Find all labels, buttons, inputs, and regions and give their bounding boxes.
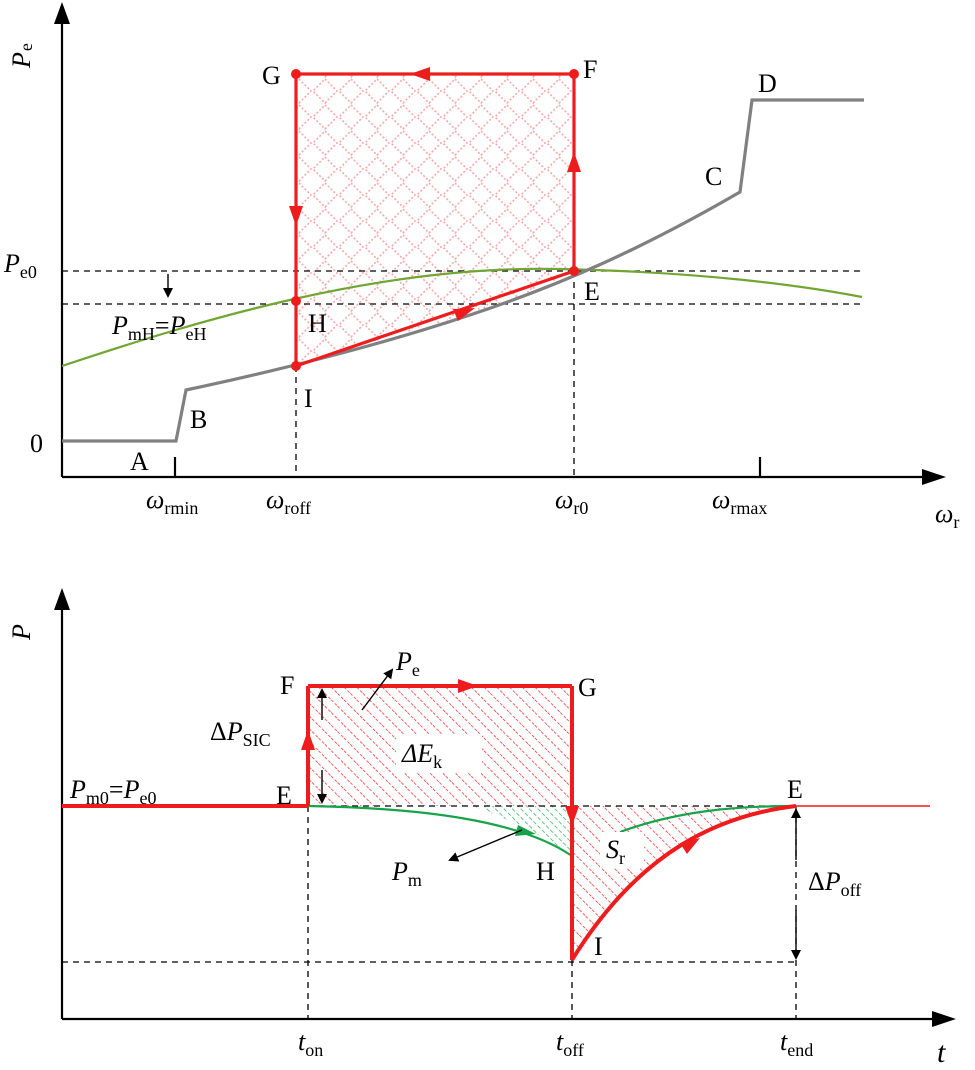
arrow-down-gi-bottom <box>565 806 579 826</box>
point-e-dot <box>569 266 579 276</box>
tick-tend: tend <box>780 1027 813 1060</box>
pm-callout-arrow <box>448 829 523 862</box>
label-g: G <box>262 61 281 90</box>
label-b: B <box>190 405 207 434</box>
arrow-ie <box>453 308 475 321</box>
green-hatch-area <box>470 806 572 856</box>
pm0-label: Pm0=Pe0 <box>69 775 156 808</box>
label-h: H <box>308 309 327 338</box>
bottom-panel: P t Pm0=Pe0 ΔPSIC ΔEk Pe Pm Sr ΔPoff ton <box>7 588 956 1069</box>
label-g-bottom: G <box>578 673 597 702</box>
label-e1-bottom: E <box>276 781 292 810</box>
arrow-up-ef <box>567 152 581 172</box>
zero-label: 0 <box>30 429 43 458</box>
tick-rmin: ωrmin <box>146 485 198 518</box>
top-energy-area <box>296 74 574 366</box>
pmh-label: PmH=PeH <box>111 311 206 344</box>
green-arrow <box>515 825 536 836</box>
arrow-right-fg-bottom <box>458 679 478 693</box>
label-e: E <box>584 277 600 306</box>
top-panel: Pe ωr 0 Pe0 PmH=PeH ωrmin ωroff ωr0 ωrma… <box>3 2 959 532</box>
label-h-bottom: H <box>536 857 555 886</box>
pe-recovery <box>570 804 797 962</box>
label-i: I <box>304 384 313 413</box>
top-elec-power-curve <box>62 98 864 443</box>
pe-label: Pe <box>395 647 420 680</box>
label-i-bottom: I <box>594 932 603 961</box>
dek-label: ΔEk <box>401 739 442 772</box>
label-d: D <box>758 69 777 98</box>
pe-callout-arrow <box>361 668 394 711</box>
bottom-x-axis-arrow <box>932 1011 956 1027</box>
tick-roff: ωroff <box>266 485 311 518</box>
arrow-ie-bottom <box>680 838 700 854</box>
tick-toff: toff <box>556 1027 584 1060</box>
label-e2-bottom: E <box>787 775 803 804</box>
dpsic-label: ΔPSIC <box>210 717 271 750</box>
point-g-dot <box>291 69 301 79</box>
sr-area <box>572 806 796 960</box>
tick-r0: ωr0 <box>555 485 588 518</box>
top-x-axis-arrow <box>922 469 946 485</box>
tick-ton: ton <box>298 1027 323 1060</box>
label-a: A <box>130 447 149 476</box>
top-y-label: Pe <box>7 43 36 69</box>
top-y-axis-arrow <box>54 2 70 24</box>
traj-i-to-e <box>295 269 575 368</box>
point-f-dot <box>569 69 579 79</box>
arrow-up-ef-bottom <box>301 730 315 750</box>
pe0-label: Pe0 <box>3 249 37 282</box>
bottom-y-label: P <box>7 624 36 641</box>
arrow-left-fg <box>410 67 430 81</box>
tick-rmax: ωrmax <box>712 485 767 518</box>
bottom-y-axis-arrow <box>54 588 70 610</box>
sr-label: Sr <box>606 835 625 868</box>
point-h-dot <box>291 296 301 306</box>
top-x-label: ωr <box>935 499 959 532</box>
label-f-bottom: F <box>280 671 294 700</box>
bottom-x-label: t <box>937 1036 946 1069</box>
pm-label: Pm <box>391 857 422 890</box>
bottom-mech-recovery <box>619 804 797 834</box>
dek-label-bg <box>396 734 482 772</box>
dpoff-label: ΔPoff <box>808 867 861 900</box>
arrow-down-gi <box>289 206 303 226</box>
top-mech-power-curve <box>61 267 863 368</box>
label-c: C <box>705 162 722 191</box>
label-f: F <box>583 55 597 84</box>
bottom-mech-power-curve <box>307 804 573 857</box>
point-i-dot <box>291 361 301 371</box>
sr-label-bg <box>600 832 644 868</box>
